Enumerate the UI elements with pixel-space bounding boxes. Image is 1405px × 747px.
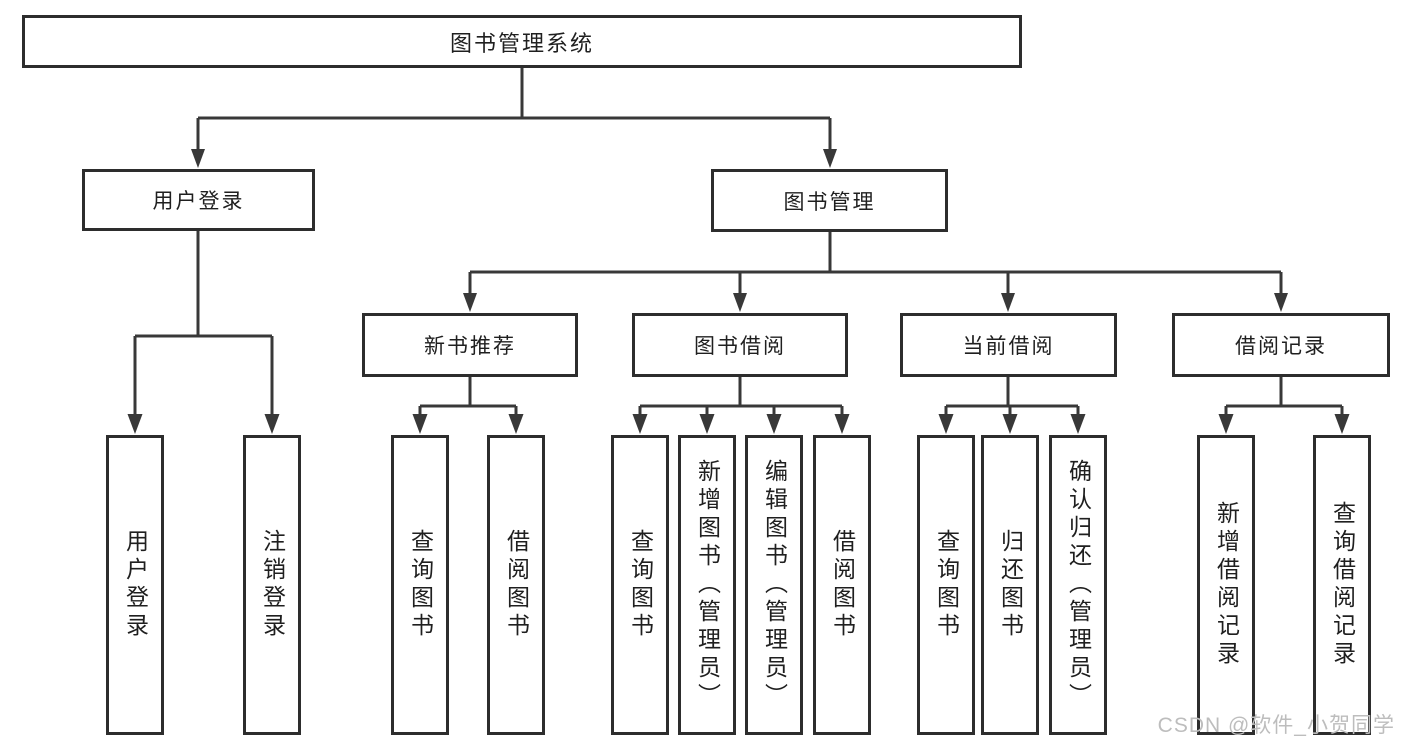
- node-label: 用户登录: [152, 190, 245, 213]
- node-label: 查询图书: [407, 529, 434, 641]
- node-add-borrow-record: 新增借阅记录: [1197, 435, 1255, 735]
- node-library-management-system: 图书管理系统: [22, 15, 1022, 68]
- node-label: 查询借阅记录: [1329, 501, 1356, 669]
- node-query-books: 查询图书: [611, 435, 669, 735]
- node-label: 借阅图书: [503, 529, 530, 641]
- node-label: 借阅记录: [1235, 335, 1327, 358]
- node-logout: 注销登录: [243, 435, 301, 735]
- node-add-books-admin: 新增图书（管理员）: [678, 435, 736, 735]
- node-edit-books-admin: 编辑图书（管理员）: [745, 435, 803, 735]
- node-current-borrowing: 当前借阅: [900, 313, 1117, 377]
- node-label: 归还图书: [997, 529, 1024, 641]
- node-label: 编辑图书（管理员）: [761, 459, 788, 711]
- node-label: 查询图书: [627, 529, 654, 641]
- node-user-login: 用户登录: [82, 169, 315, 231]
- node-borrowing-records: 借阅记录: [1172, 313, 1390, 377]
- node-return-books: 归还图书: [981, 435, 1039, 735]
- node-label: 查询图书: [933, 529, 960, 641]
- node-label: 当前借阅: [962, 335, 1055, 358]
- node-query-borrow-record: 查询借阅记录: [1313, 435, 1371, 735]
- node-label: 注销登录: [259, 529, 286, 641]
- node-label: 确认归还（管理员）: [1065, 459, 1092, 711]
- node-label: 图书借阅: [694, 335, 786, 358]
- node-query-books: 查询图书: [917, 435, 975, 735]
- node-label: 借阅图书: [829, 529, 856, 641]
- node-new-book-recommendation: 新书推荐: [362, 313, 578, 377]
- node-label: 新增图书（管理员）: [694, 459, 721, 711]
- node-book-management: 图书管理: [711, 169, 948, 232]
- node-book-borrowing: 图书借阅: [632, 313, 848, 377]
- node-query-books: 查询图书: [391, 435, 449, 735]
- node-borrow-books: 借阅图书: [487, 435, 545, 735]
- node-label: 图书管理系统: [449, 30, 594, 56]
- node-borrow-books: 借阅图书: [813, 435, 871, 735]
- node-label: 用户登录: [122, 529, 149, 641]
- node-label: 图书管理: [783, 190, 876, 214]
- node-label: 新书推荐: [424, 335, 516, 358]
- node-user-login-leaf: 用户登录: [106, 435, 164, 735]
- node-label: 新增借阅记录: [1213, 501, 1240, 669]
- node-confirm-return-admin: 确认归还（管理员）: [1049, 435, 1107, 735]
